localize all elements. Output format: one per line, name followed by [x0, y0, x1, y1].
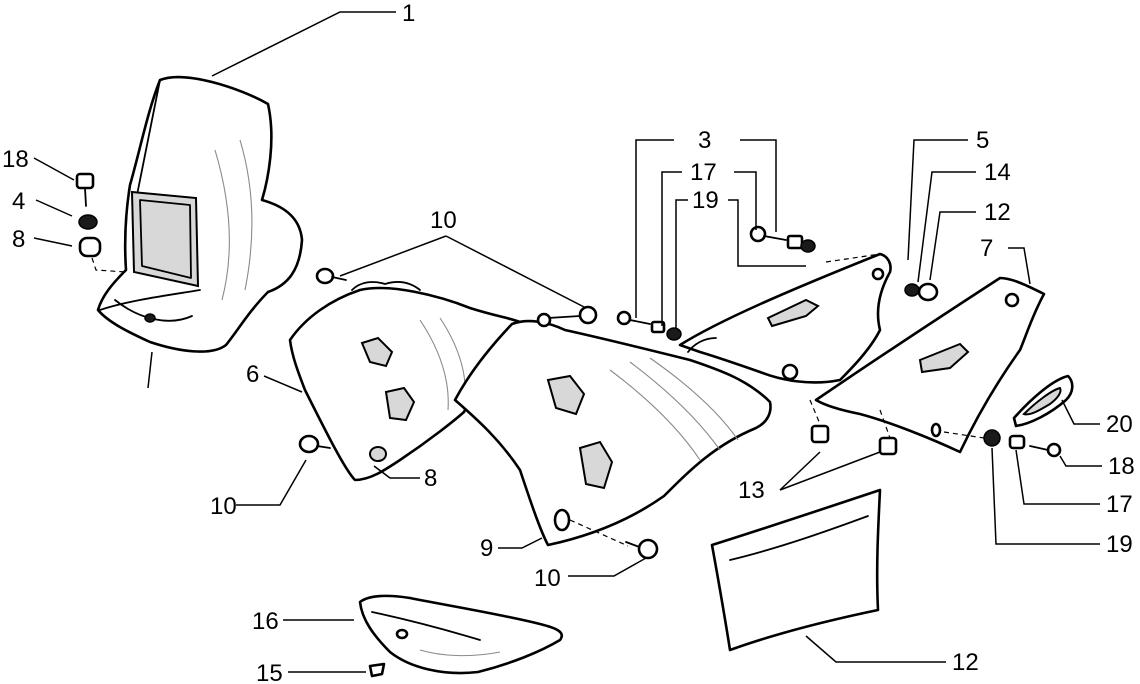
reflector-part-20: [1012, 374, 1074, 428]
callout-10-top: 10: [430, 207, 457, 234]
screw-part-10-upper-left: [315, 267, 347, 285]
washer-part-4: [78, 214, 98, 230]
callout-8-panel: 8: [424, 465, 437, 492]
callout-17-right: 17: [1106, 491, 1133, 518]
callout-16: 16: [252, 608, 279, 635]
spacer-part-19-lower: [666, 327, 682, 341]
screw-part-10-upper-right: [536, 305, 598, 328]
screw-part-10-lower-right: [625, 538, 659, 560]
bushing-part-17-right: [1008, 434, 1026, 450]
callout-19-top: 19: [692, 187, 719, 214]
washer-part-14: [904, 283, 920, 297]
callout-4: 4: [12, 188, 25, 215]
mud-flap-part-12: [710, 488, 882, 652]
callout-18-right: 18: [1108, 453, 1135, 480]
screw-part-3: [749, 225, 804, 250]
spoiler-part-16: [358, 594, 563, 675]
clip-part-13-left: [809, 399, 830, 444]
screw-part-18-left: [75, 172, 95, 207]
side-panel-part-9: [453, 319, 772, 547]
side-panel-part-6: [288, 281, 522, 482]
callout-12-top: 12: [984, 199, 1011, 226]
clip-part-13-right: [878, 409, 898, 456]
cover-part-7: [814, 276, 1046, 454]
nut-part-12-upper: [917, 282, 939, 302]
callout-1: 1: [402, 0, 415, 27]
callout-5: 5: [976, 127, 989, 154]
spacer-part-19-upper: [800, 239, 816, 253]
grommet-part-8-left: [78, 236, 127, 273]
callout-19-right: 19: [1106, 531, 1133, 558]
callout-8-left: 8: [12, 226, 25, 253]
callout-3: 3: [698, 127, 711, 154]
front-fairing-part-1: [96, 75, 304, 389]
callout-10-left: 10: [210, 493, 237, 520]
callout-6: 6: [246, 361, 259, 388]
callout-15: 15: [256, 660, 283, 684]
callout-14: 14: [984, 159, 1011, 186]
callout-13: 13: [738, 477, 765, 504]
spacer-part-19-right: [983, 429, 1001, 447]
screw-part-10-lower-left: [298, 434, 331, 454]
leader-lines: [33, 11, 1102, 673]
screw-part-15: [368, 662, 386, 678]
callout-12-bottom: 12: [952, 649, 979, 676]
bracket-part-5: [678, 252, 892, 384]
screw-part-18-right: [1029, 442, 1062, 458]
screw-part-3-lower: [616, 310, 666, 334]
callout-10-bottom: 10: [534, 565, 561, 592]
callout-18-left: 18: [2, 146, 29, 173]
callout-20: 20: [1106, 411, 1133, 438]
callout-17-top: 17: [690, 159, 717, 186]
callout-9: 9: [480, 535, 493, 562]
callout-7: 7: [980, 235, 993, 262]
